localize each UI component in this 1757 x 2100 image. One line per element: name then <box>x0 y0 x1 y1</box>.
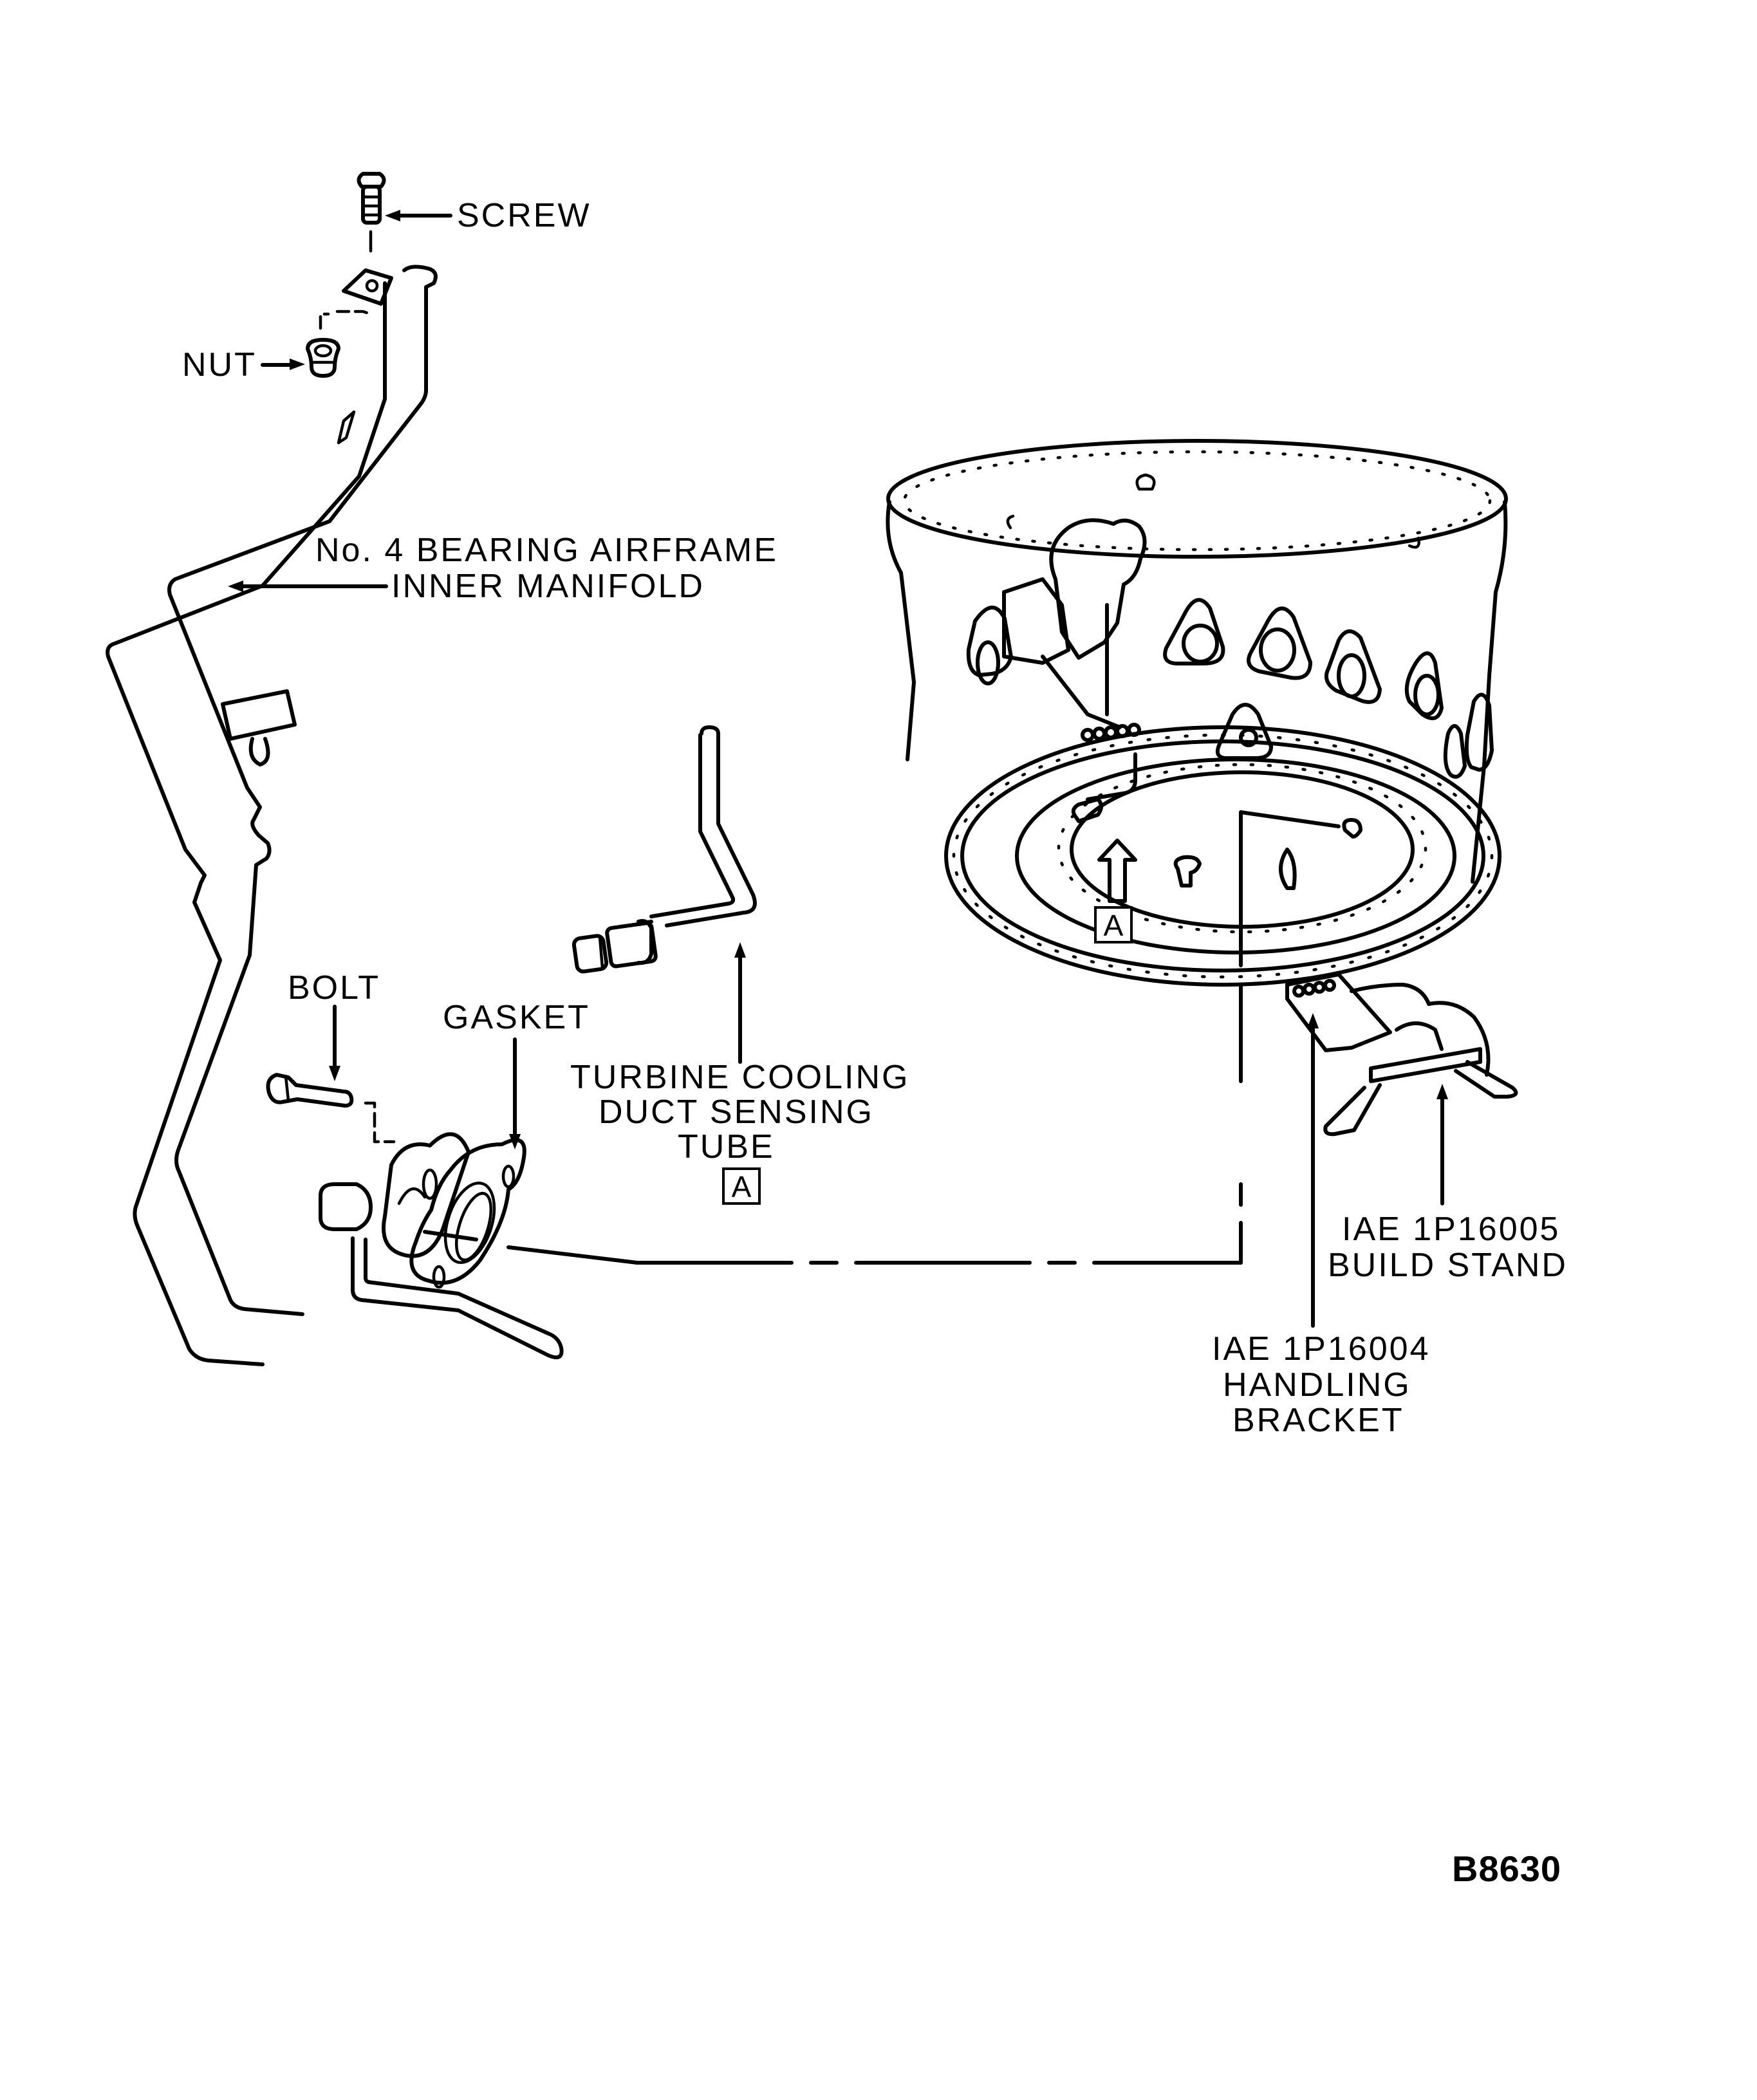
nut-to-bracket-dashed <box>319 310 373 330</box>
view-reference-box-ring: A <box>1094 906 1133 943</box>
handling-bracket-leader-arrow <box>1307 1013 1319 1328</box>
handling-bracket-label-line3: BRACKET <box>1232 1402 1404 1439</box>
manifold-label-line2: INNER MANIFOLD <box>391 568 705 605</box>
sensing-tube-part <box>572 725 757 974</box>
view-reference-box-tube: A <box>722 1167 761 1205</box>
manifold-label-line1: No. 4 BEARING AIRFRAME <box>315 532 779 569</box>
nut-label: NUT <box>182 346 257 384</box>
build-stand-label-line2: BUILD STAND <box>1328 1247 1568 1284</box>
manifold-tube <box>106 265 438 1366</box>
sensing-tube-label-line3: TUBE <box>678 1128 775 1166</box>
bolt-cluster-top <box>1081 723 1141 742</box>
sensing-tube-label-line1: TURBINE COOLING <box>570 1059 910 1096</box>
bolt-label: BOLT <box>288 969 380 1007</box>
bolt-to-flange-dashed <box>364 1101 396 1144</box>
build-stand-label-line1: IAE 1P16005 <box>1342 1211 1561 1248</box>
gasket-leader-arrow <box>509 1037 521 1149</box>
turbine-case-assembly <box>886 439 1508 987</box>
sensing-tube-label-line2: DUCT SENSING <box>599 1093 874 1131</box>
bolt-part <box>266 1073 354 1108</box>
screw-label: SCREW <box>457 197 591 234</box>
nut-leader-arrow <box>261 358 305 370</box>
nut-part <box>306 338 340 378</box>
sensing-tube-leader-arrow <box>734 942 746 1064</box>
handling-bracket-label-line2: HANDLING <box>1223 1366 1411 1404</box>
bolt-leader-arrow <box>329 1005 340 1081</box>
screw-leader-arrow <box>385 210 452 221</box>
installation-path-line <box>507 810 1341 1265</box>
figure-number: B8630 <box>1452 1848 1562 1889</box>
screw-part <box>357 172 386 253</box>
handling-bracket-part <box>1285 972 1392 1052</box>
gasket-label: GASKET <box>443 999 590 1036</box>
build-stand-leader-arrow <box>1436 1084 1448 1205</box>
build-stand-part <box>1323 983 1518 1137</box>
manifold-leader-arrow <box>228 581 388 592</box>
gasket-part <box>409 1138 526 1289</box>
manifold-flange <box>319 1132 564 1359</box>
handling-bracket-label-line1: IAE 1P16004 <box>1212 1330 1431 1368</box>
